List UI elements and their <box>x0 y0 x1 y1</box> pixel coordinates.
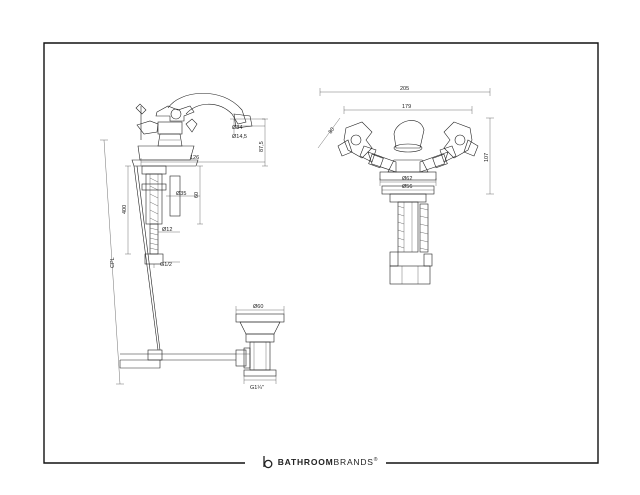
dim-h400: 400 <box>122 205 128 214</box>
brand-name-bold: BATHROOM <box>277 457 334 467</box>
b-logo-icon <box>263 456 273 469</box>
dim-h107: 107 <box>484 153 490 162</box>
waste-view: Ø60 G1¼" <box>235 304 285 391</box>
side-view-tap <box>119 92 265 369</box>
brand-mark: ® <box>373 457 379 464</box>
dim-a80: 80 <box>328 127 336 135</box>
dim-w179: 179 <box>402 104 411 110</box>
side-view-dimensions: Ø34 Ø14,5 87,5 126 Ø35 60 400 Ø12 G1/2 <box>100 118 268 385</box>
brand-name: BATHROOMBRANDS® <box>278 457 379 467</box>
dim-d62: Ø62 <box>402 176 412 182</box>
dim-w205: 205 <box>400 86 409 92</box>
dim-g114: G1¼" <box>250 385 264 391</box>
dim-h60: 60 <box>194 192 200 198</box>
front-view-dimensions: 205 179 80 107 Ø62 Ø56 <box>317 86 494 195</box>
dim-reach: 126 <box>190 155 199 161</box>
front-view-tap <box>337 120 479 285</box>
dim-d60: Ø60 <box>253 304 263 310</box>
dim-g12: G1/2 <box>160 262 172 268</box>
dim-d12: Ø12 <box>162 227 172 233</box>
side-spout <box>167 92 247 125</box>
dim-d34: Ø34 <box>232 125 242 131</box>
drawing-frame <box>43 42 599 464</box>
dim-d35: Ø35 <box>176 191 186 197</box>
dim-cpl: CPL <box>110 257 116 268</box>
dim-h87-5: 87,5 <box>259 141 265 152</box>
dim-d56: Ø56 <box>402 184 412 190</box>
brand-footer: BATHROOMBRANDS® <box>0 452 640 472</box>
dim-d14-5: Ø14,5 <box>232 134 247 140</box>
brand-name-light: BRANDS <box>333 457 374 467</box>
